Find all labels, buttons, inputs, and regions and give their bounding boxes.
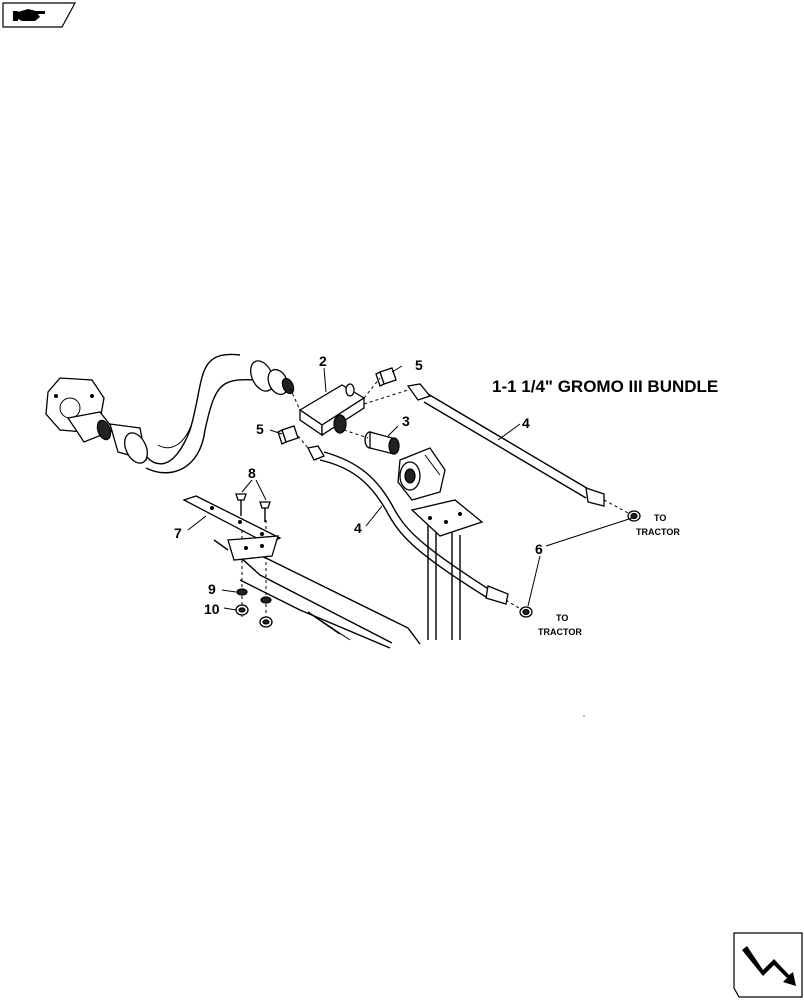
bolt-part-8-left [235,493,247,516]
previous-page-button[interactable] [2,2,77,28]
bolt-part-8-right [259,501,271,522]
hose-part-4-upper [406,383,605,507]
to-tractor-lower-line1: TO [556,613,568,623]
callout-10: 10 [204,601,220,617]
to-tractor-lower-line2: TRACTOR [538,627,582,637]
next-page-button[interactable] [733,932,803,998]
bracket-plate-part-7 [182,495,282,561]
main-hose [131,353,295,474]
fitting-part-6-lower [519,606,533,618]
callout-5-lower: 5 [256,421,264,437]
callout-3: 3 [402,413,410,429]
frame-structure [213,499,484,649]
callout-2: 2 [319,353,327,369]
zigzag-arrow-icon [733,932,803,998]
fitting-part-6-upper [627,510,641,522]
valve-assembly [397,447,446,501]
callout-4-upper: 4 [522,415,530,431]
cap-part-5-upper [375,367,397,387]
to-tractor-upper-line2: TRACTOR [636,527,680,537]
nut-part-10 [235,604,273,628]
hand-pointing-right-icon [2,2,77,28]
diagram-title: 1-1 1/4" GROMO III BUNDLE [492,377,718,396]
tee-valve-part-2 [298,383,366,437]
hose-part-4-lower [307,445,509,605]
callout-8: 8 [248,465,256,481]
callout-6: 6 [535,541,543,557]
callout-4-lower: 4 [354,520,362,536]
to-tractor-upper-line1: TO [654,513,666,523]
callout-7: 7 [174,525,182,541]
cap-part-5-lower [277,425,299,445]
callout-5-upper: 5 [415,357,423,373]
speck [583,715,585,717]
callout-9: 9 [208,581,216,597]
washer-part-9 [236,588,272,604]
coupler-part-3 [364,431,400,455]
left-elbow-fitting [45,377,148,464]
leader-lines [187,365,633,611]
